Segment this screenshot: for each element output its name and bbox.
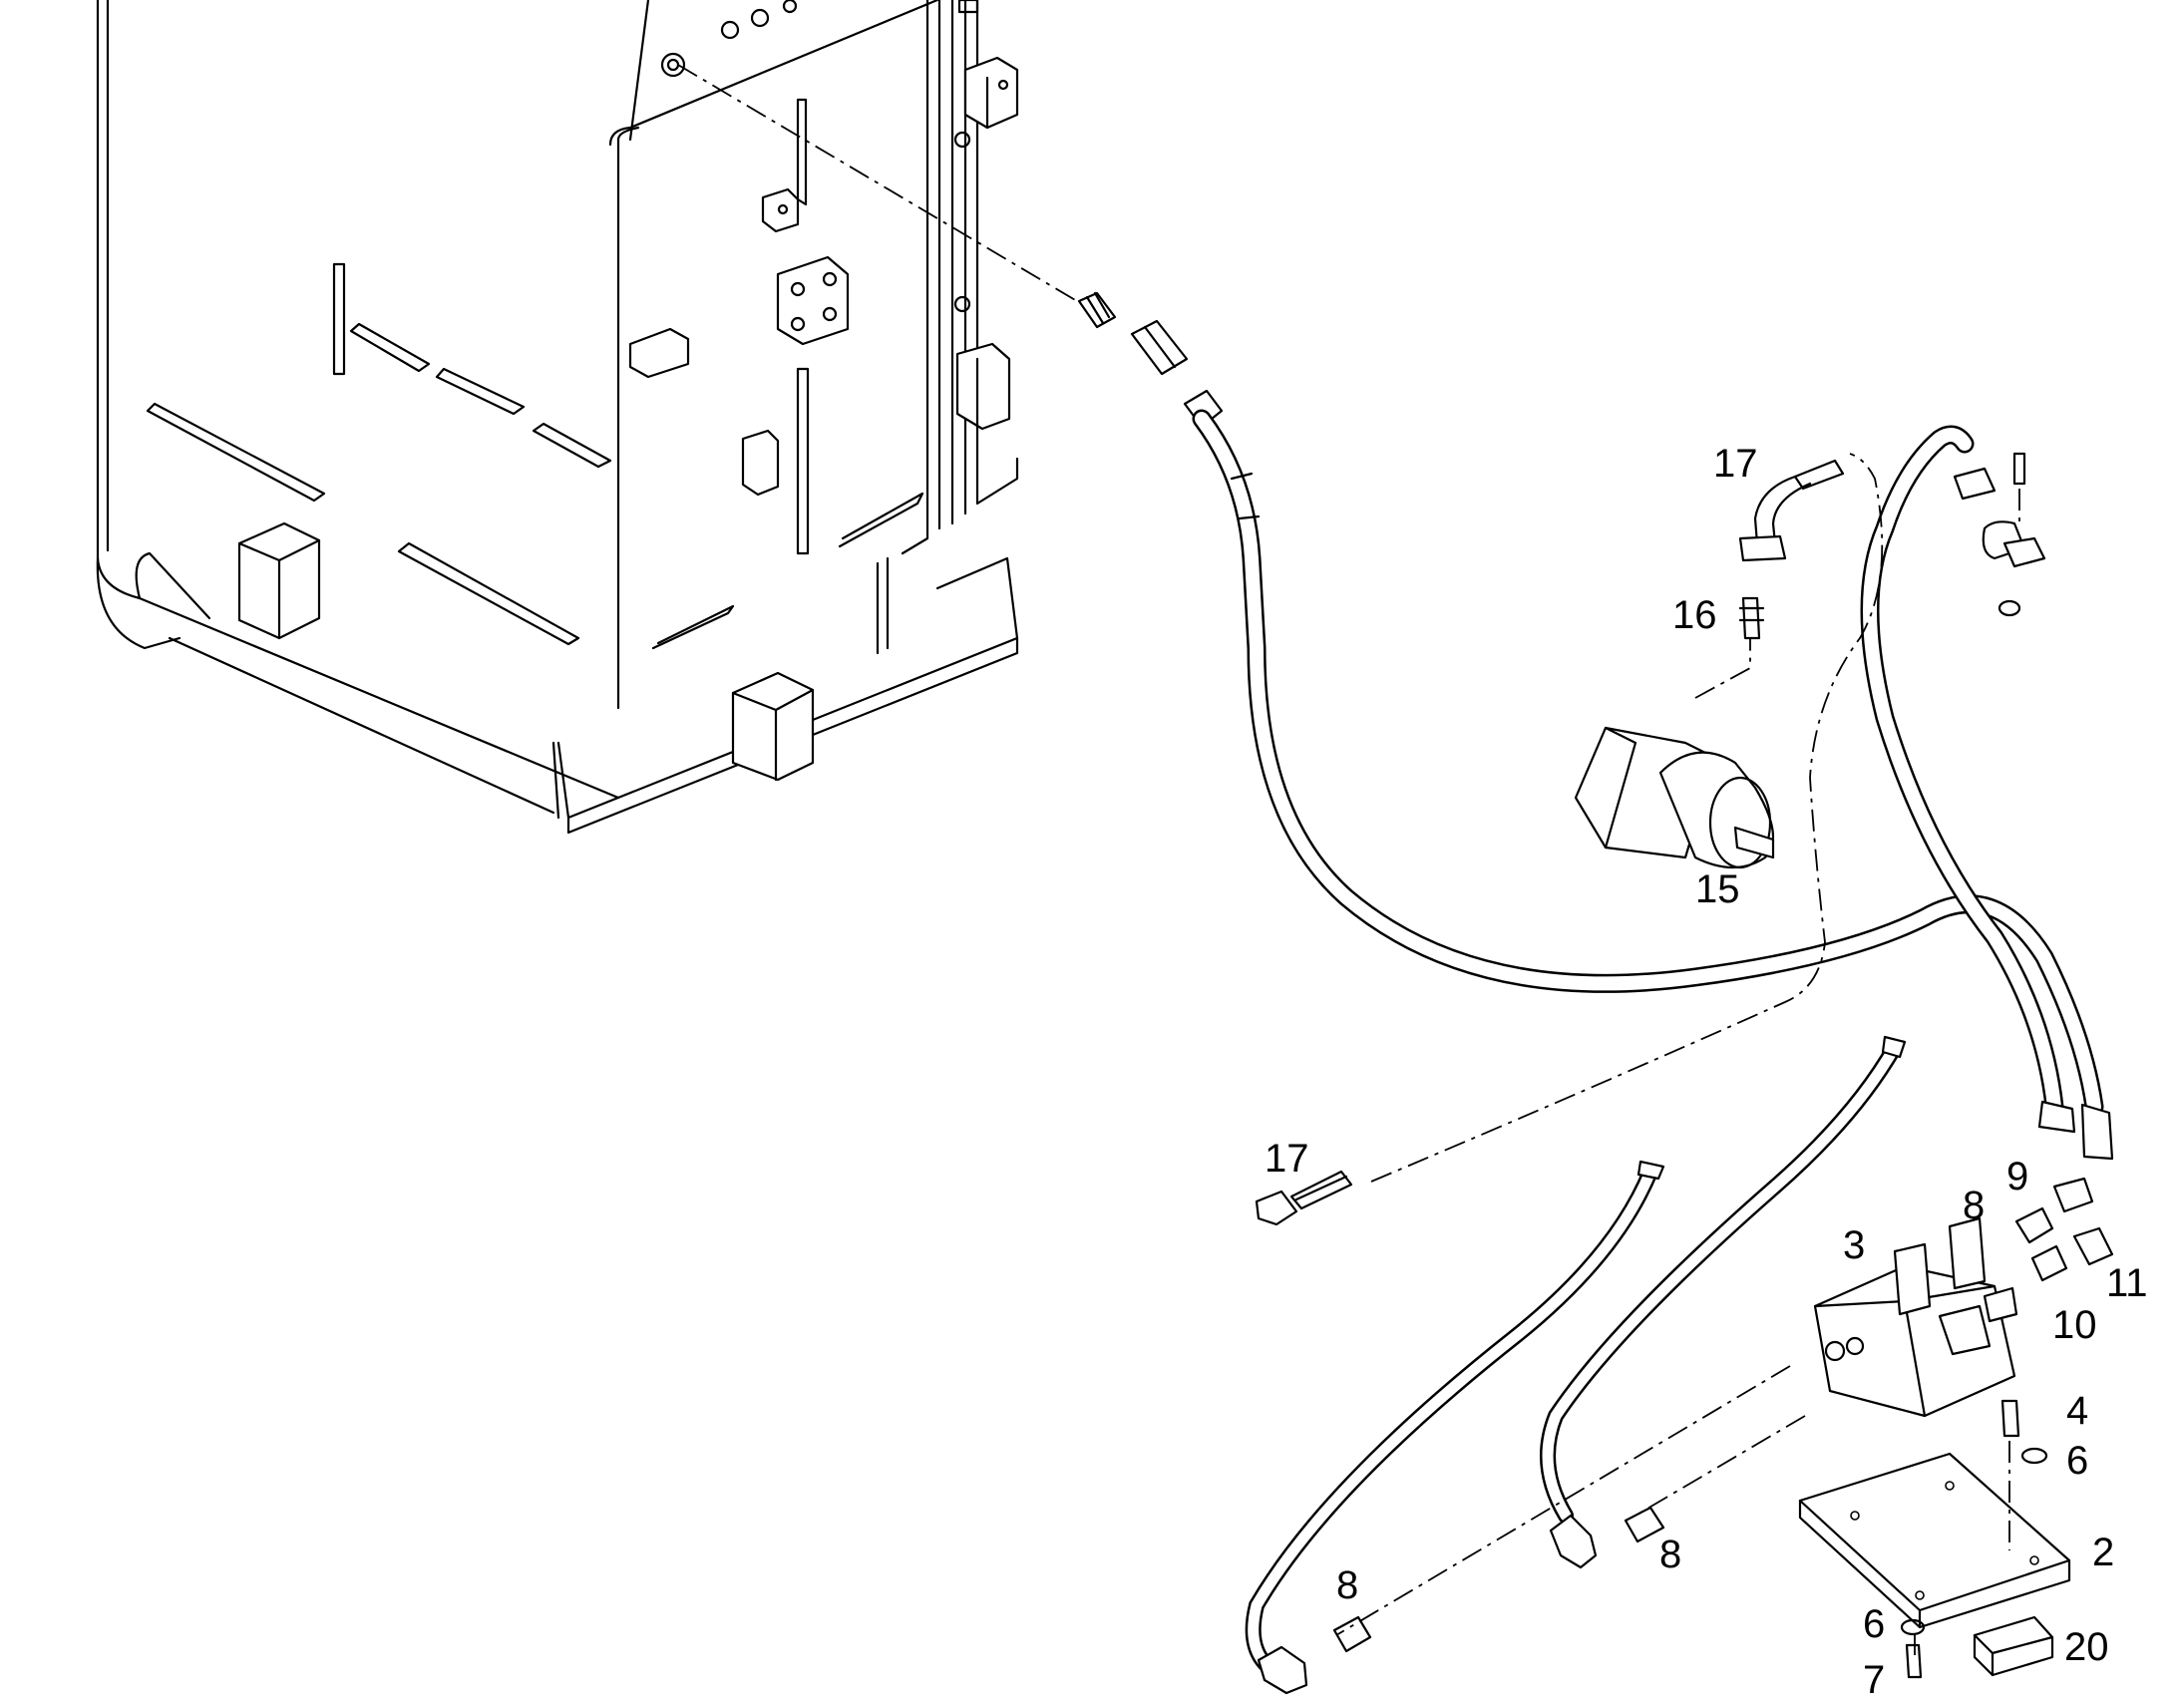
callout-16: 16	[1672, 593, 1717, 637]
callout-labels: 17 16 15 17 9 8 3 11 10 4 6 2 8 8 6 20 7	[1265, 442, 2148, 1702]
valve-block	[1335, 1216, 2071, 1679]
callout-9: 9	[2006, 1155, 2028, 1198]
callout-10: 10	[2052, 1303, 2097, 1347]
motor-assembly	[1574, 596, 1775, 869]
callout-15: 15	[1695, 867, 1740, 911]
callout-11: 11	[2106, 1261, 2148, 1305]
callout-6-upper: 6	[2066, 1439, 2088, 1483]
callout-6-lower: 6	[1863, 1602, 1885, 1646]
callout-8-top: 8	[1963, 1184, 1985, 1227]
callout-2: 2	[2092, 1531, 2114, 1574]
callout-8-middle: 8	[1659, 1533, 1681, 1576]
hoses	[677, 64, 2114, 1695]
callout-8-bottom: 8	[1336, 1563, 1358, 1607]
callout-3: 3	[1843, 1223, 1865, 1267]
callout-4: 4	[2066, 1389, 2088, 1433]
callout-17-top: 17	[1713, 442, 1758, 486]
callout-20: 20	[2064, 1625, 2109, 1669]
callout-7: 7	[1863, 1658, 1885, 1702]
callout-17-left: 17	[1265, 1137, 1309, 1181]
machine-housing	[96, 0, 1019, 835]
